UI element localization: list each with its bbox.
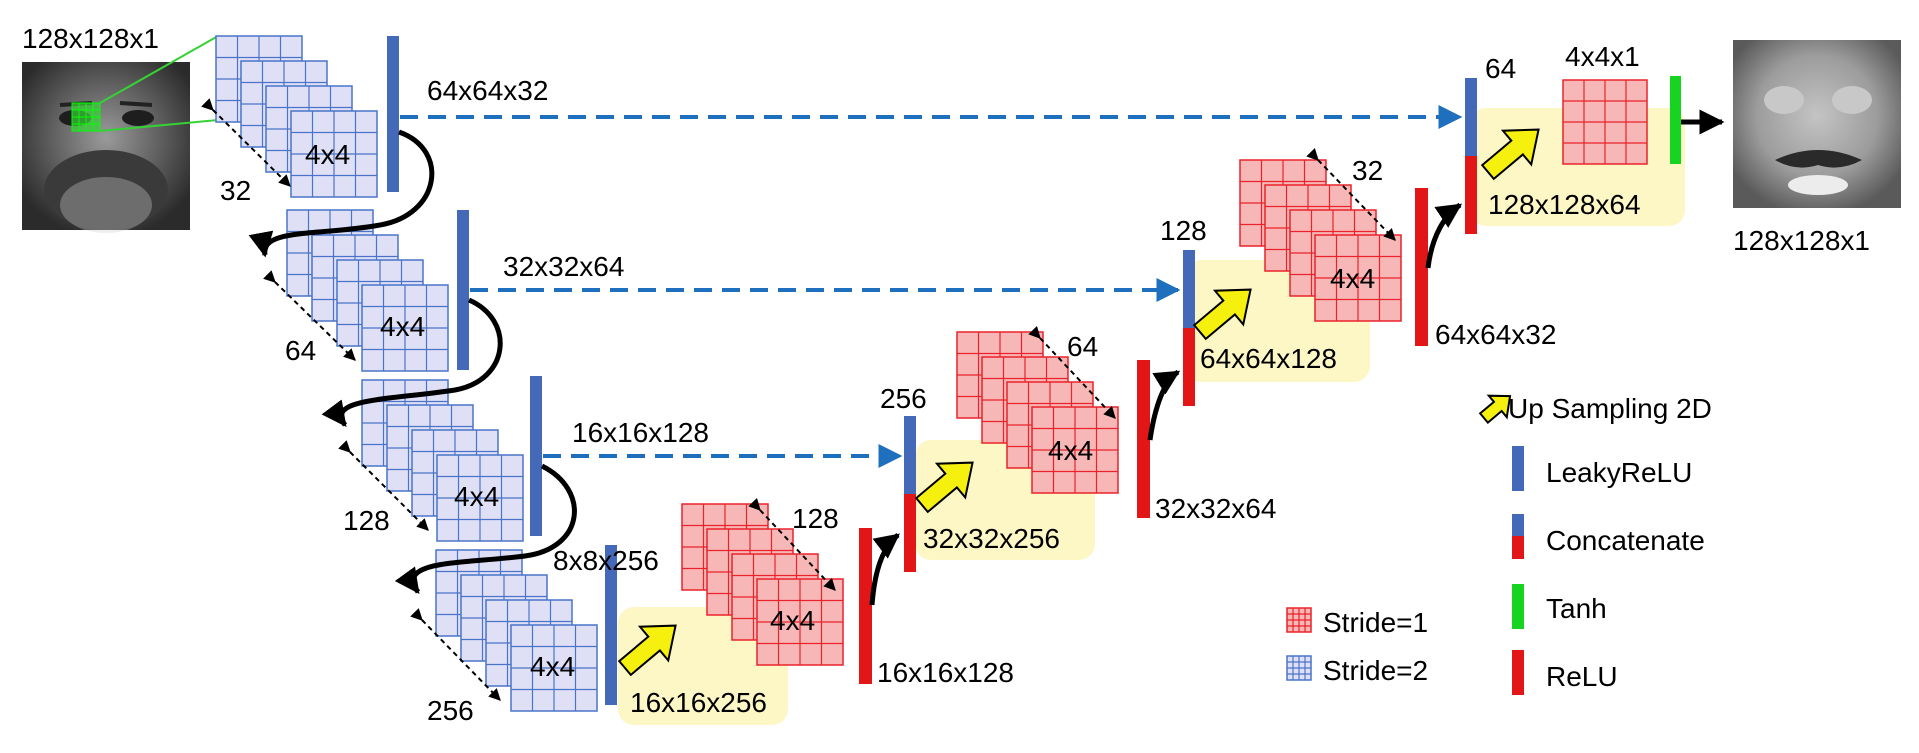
yellow-upsample-arrow-icon [1192,288,1252,341]
input-size-label: 128x128x1 [22,23,159,54]
final-kernel-label: 4x4x1 [1565,41,1640,72]
enc4-filter-label: 256 [427,695,474,726]
enc3-filter-label: 128 [343,505,390,536]
legend-stride2-label: Stride=2 [1323,655,1428,686]
up2-label: 32x32x256 [923,523,1060,554]
kernel-label: 4x4 [1330,263,1375,294]
input-face-image [22,35,219,233]
leaky-bar-4 [605,545,617,705]
dec3-filter-label: 32 [1352,155,1383,186]
up4-label: 128x128x64 [1488,189,1641,220]
enc-flow-2 [321,297,503,428]
activation-bars [387,36,1681,705]
legend-relu-label: ReLU [1546,661,1618,692]
cat2-channel-label: 128 [1160,215,1207,246]
legend-tanh-label: Tanh [1546,593,1607,624]
skip-connections [400,105,1463,468]
final-output-kernel [1562,79,1648,165]
enc1-size-label: 64x64x32 [427,75,548,106]
tanh-bar [1670,76,1681,164]
cat3-channel-label: 64 [1485,53,1516,84]
enc-flow-1 [248,129,435,258]
leaky-bar-1 [387,36,399,192]
legend-upsampling-label: Up Sampling 2D [1508,393,1712,424]
encoder-kernel-2 [361,284,449,372]
stride2-grid-icon [1286,655,1312,681]
concat-bar-1-top [904,416,916,494]
decoder-stacks [681,159,1402,666]
relu-bar-3 [1415,188,1428,346]
kernel-label: 4x4 [454,481,499,512]
dec-flow-2 [1147,369,1181,441]
kernel-label: 4x4 [380,311,425,342]
legend-concat-label: Concatenate [1546,525,1705,556]
decoder-kernel-1 [756,578,844,666]
up3-label: 64x64x128 [1200,343,1337,374]
legend-relu-swatch [1512,650,1524,695]
legend-tanh-swatch [1512,584,1524,629]
concat-bar-3-top [1465,78,1477,156]
enc2-filter-label: 64 [285,335,316,366]
decoder-kernel-2 [1031,406,1119,494]
stride1-grid-icon [1286,607,1312,633]
decoder-kernel-3 [1314,234,1402,322]
encoder-kernel-4 [510,624,598,712]
enc1-filter-label: 32 [220,175,251,206]
concat-bar-1-bottom [904,494,916,572]
dec1-relu-label: 16x16x128 [877,657,1014,688]
upsample-arrows [617,128,1540,677]
yellow-upsample-arrow-icon [1480,128,1540,181]
stride-grid-icon [1286,655,1312,681]
legend-leaky-label: LeakyReLU [1546,457,1692,488]
kernel-label: 4x4 [1048,435,1093,466]
dec3-relu-label: 64x64x32 [1435,319,1556,350]
yellow-upsample-arrow-icon [1478,394,1512,425]
yellow-upsample-arrow-icon [914,461,974,514]
kernel-label: 4x4 [305,139,350,170]
legend: Stride=1 Stride=2 Up Sampling 2D LeakyRe… [1286,393,1712,695]
legend-stride1-label: Stride=1 [1323,607,1428,638]
enc-flow-3 [394,463,577,595]
cat1-channel-label: 256 [880,383,927,414]
output-size-label: 128x128x1 [1733,225,1870,256]
dec2-relu-label: 32x32x64 [1155,493,1276,524]
flow-arrows [248,109,1725,606]
leaky-bar-2 [457,210,469,370]
dec-flow-3 [1425,202,1463,269]
yellow-upsample-arrow-icon [617,624,677,677]
enc4-size-label: 8x8x256 [553,545,659,576]
up1-label: 16x16x256 [630,687,767,718]
enc2-size-label: 32x32x64 [503,251,624,282]
encoder-kernel-1 [290,110,378,198]
legend-leaky-swatch [1512,446,1524,491]
relu-bar-1 [859,528,872,684]
legend-concat-swatch-top [1512,514,1524,536]
enc3-size-label: 16x16x128 [572,417,709,448]
labels: 128x128x1 128x128x1 64x64x32 32x32x64 16… [22,23,1870,726]
kernel-label: 4x4 [770,605,815,636]
concat-bar-2-bottom [1183,328,1195,406]
dec2-filter-label: 64 [1067,331,1098,362]
stride-grid-icon [1286,607,1312,633]
dec1-filter-label: 128 [792,503,839,534]
encoder-kernel-3 [436,454,524,542]
dec-flow-1 [869,533,900,606]
concat-bar-3-bottom [1465,156,1477,234]
final-kernel-grid [1562,79,1648,165]
concat-bar-2-top [1183,250,1195,328]
kernel-label: 4x4 [530,651,575,682]
legend-concat-swatch-bottom [1512,536,1524,559]
relu-bar-2 [1137,360,1150,518]
dimension-arrows [201,98,1396,701]
leaky-bar-3 [530,376,542,536]
output-face-image [1733,40,1901,208]
